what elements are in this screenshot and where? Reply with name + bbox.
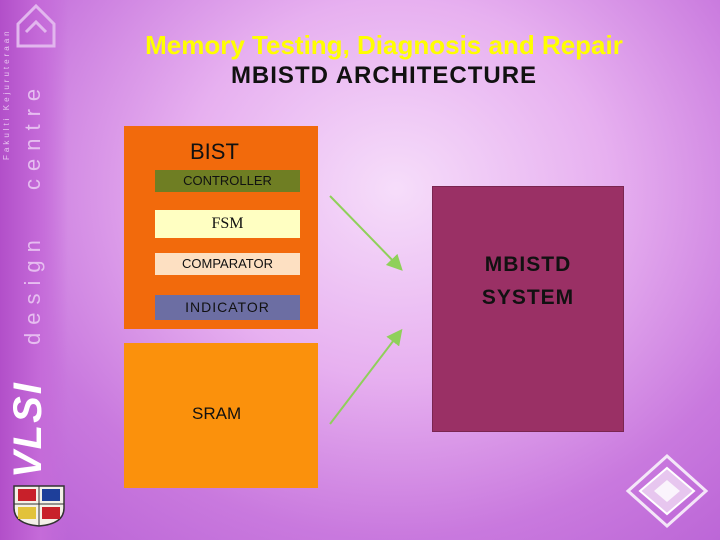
system-label-line2: SYSTEM xyxy=(481,286,575,309)
fsm-block: FSM xyxy=(155,210,300,238)
indicator-block: INDICATOR xyxy=(155,295,300,320)
sram-block xyxy=(124,343,318,488)
centre-emblem-icon xyxy=(625,453,709,529)
slide-subtitle: MBISTD ARCHITECTURE xyxy=(230,62,538,89)
mbistd-system-block xyxy=(432,186,624,432)
comparator-block: COMPARATOR xyxy=(155,253,300,275)
centre-word: centre xyxy=(20,80,45,190)
design-word: design xyxy=(20,232,45,345)
vlsi-brand: VLSI xyxy=(6,381,50,478)
bist-label: BIST xyxy=(190,139,239,164)
university-crest-icon xyxy=(13,485,65,527)
sidebar-banner: Fakulti Kejuruteraan centre design VLSI xyxy=(0,0,68,540)
sram-label: SRAM xyxy=(192,404,242,423)
mbistd-system-label: MBISTD SYSTEM xyxy=(432,248,624,314)
controller-block: CONTROLLER xyxy=(155,170,300,192)
slide-title: Memory Testing, Diagnosis and Repair xyxy=(145,30,623,60)
house-logo-icon xyxy=(16,3,56,48)
arrow-bist-to-system xyxy=(329,195,403,271)
arrow-sram-to-system xyxy=(329,328,403,425)
faculty-text: Fakulti Kejuruteraan xyxy=(2,28,11,160)
system-label-line1: MBISTD xyxy=(484,253,572,276)
